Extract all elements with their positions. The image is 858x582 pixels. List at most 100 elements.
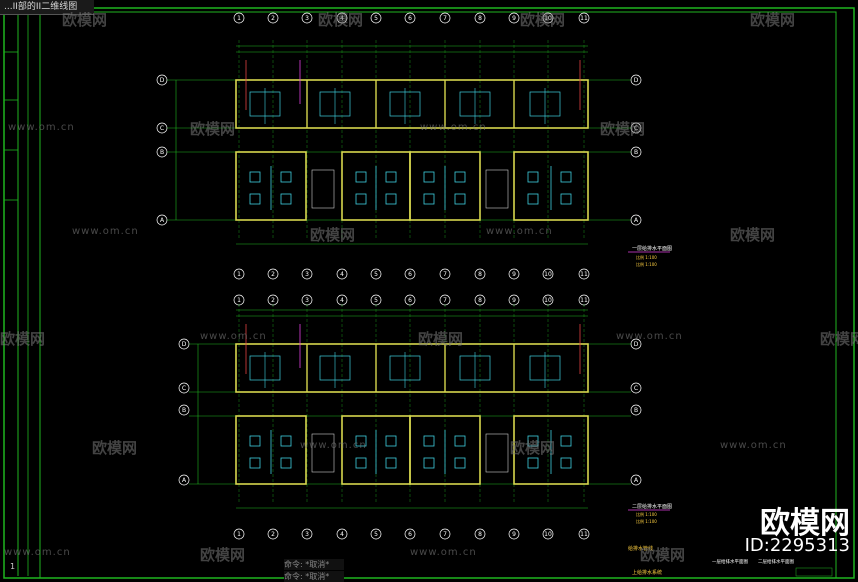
- axis-bubble-label: D: [634, 77, 639, 84]
- sanitary-fixture: [454, 457, 466, 469]
- stair: [311, 433, 335, 473]
- axis-bubble-label: 6: [408, 15, 412, 22]
- axis-bubble-label: 9: [512, 531, 516, 538]
- axis-bubble: [439, 12, 451, 24]
- axis-bubble-label: 4: [340, 271, 344, 278]
- watermark-url: www.om.cn: [4, 547, 71, 558]
- axis-bubble-label: C: [160, 125, 164, 132]
- axis-bubble-label: 10: [544, 15, 552, 22]
- axis-bubble-label: 8: [478, 297, 482, 304]
- sanitary-fixture: [249, 457, 261, 469]
- axis-bubble: [233, 12, 245, 24]
- axis-bubble-label: A: [634, 217, 639, 224]
- sanitary-fixture: [280, 193, 292, 205]
- drawing-tab[interactable]: ...II部的II二维线图: [0, 0, 94, 15]
- note-pipe-lines: 给排水管线: [628, 545, 653, 552]
- axis-bubble: [474, 528, 486, 540]
- axis-bubble-label: D: [634, 341, 639, 348]
- watermark-logo: 欧模网: [750, 11, 796, 29]
- axis-bubble: [542, 528, 554, 540]
- command-line-history-1: 命令: *取消*: [284, 559, 344, 570]
- axis-bubble: [178, 404, 190, 416]
- axis-bubble: [508, 268, 520, 280]
- axis-bubble-label: 3: [305, 271, 309, 278]
- axis-bubble: [370, 12, 382, 24]
- sanitary-fixture: [385, 435, 397, 447]
- axis-bubble: [404, 268, 416, 280]
- watermark-url: www.om.cn: [420, 122, 487, 133]
- wall: [513, 415, 589, 485]
- axis-bubble: [630, 382, 642, 394]
- axis-bubble: [439, 268, 451, 280]
- wall: [235, 151, 307, 221]
- axis-bubble-label: 2: [271, 531, 275, 538]
- floor-plan-2: [189, 304, 631, 509]
- axis-bubble: [370, 528, 382, 540]
- axis-bubble-label: 7: [443, 271, 447, 278]
- watermark-logo: 欧模网: [62, 11, 108, 29]
- wall: [235, 343, 589, 393]
- sanitary-fixture: [355, 193, 367, 205]
- sanitary-fixture: [280, 435, 292, 447]
- axis-bubble-label: C: [634, 125, 638, 132]
- wall: [235, 79, 589, 129]
- sanitary-fixture: [249, 435, 261, 447]
- stair: [485, 169, 509, 209]
- watermark-logo: 欧模网: [0, 330, 46, 348]
- wall: [235, 415, 307, 485]
- axis-bubble-label: 1: [237, 15, 241, 22]
- axis-bubble: [267, 268, 279, 280]
- sanitary-fixture: [423, 435, 435, 447]
- axis-bubble-label: 9: [512, 297, 516, 304]
- floor2-title-block: 二层给排水平面图 比例 1:100 比例 1:100: [628, 503, 672, 524]
- axis-bubble: [336, 12, 348, 24]
- axis-bubble-label: 1: [237, 271, 241, 278]
- bottom-note-1: 一层给排水平面图: [712, 558, 748, 565]
- sanitary-fixture: [527, 457, 539, 469]
- sanitary-fixture: [423, 193, 435, 205]
- axis-bubble-label: 7: [443, 297, 447, 304]
- sanitary-fixture: [454, 435, 466, 447]
- sanitary-fixture: [454, 171, 466, 183]
- watermark-logo: 欧模网: [820, 330, 858, 348]
- axis-bubble-label: 7: [443, 531, 447, 538]
- axis-bubble-label: 1: [237, 531, 241, 538]
- axis-bubble-label: 3: [305, 15, 309, 22]
- axis-bubble: [233, 268, 245, 280]
- drawing-tab-title: ...II部的II二维线图: [4, 2, 78, 12]
- axis-bubble-label: 6: [408, 531, 412, 538]
- sanitary-fixture: [385, 171, 397, 183]
- axis-bubble-label: 9: [512, 271, 516, 278]
- axis-bubble-label: 5: [374, 15, 378, 22]
- sanitary-fixture: [527, 171, 539, 183]
- axis-bubble: [630, 474, 642, 486]
- bottom-note-2: 二层给排水平面图: [758, 558, 794, 565]
- axis-bubble-label: 11: [580, 15, 588, 22]
- wall: [409, 415, 481, 485]
- axis-bubble-label: 11: [580, 271, 588, 278]
- sheet-corner-number: 1: [10, 562, 16, 571]
- sanitary-fixture: [355, 171, 367, 183]
- axis-bubble-label: 4: [340, 15, 344, 22]
- floor1-scale-2: 比例 1:100: [636, 261, 657, 267]
- stair: [311, 169, 335, 209]
- axis-bubble: [508, 528, 520, 540]
- axis-bubble-label: C: [182, 385, 186, 392]
- outer-frame: [3, 7, 855, 579]
- watermark-logo: 欧模网: [200, 546, 246, 564]
- axis-bubble: [267, 12, 279, 24]
- axis-bubble-label: C: [634, 385, 638, 392]
- sanitary-fixture: [560, 457, 572, 469]
- axis-bubble-label: 10: [544, 271, 552, 278]
- inner-frame: [39, 11, 837, 579]
- sanitary-fixture: [385, 193, 397, 205]
- axis-bubble-label: 4: [340, 531, 344, 538]
- sanitary-fixture: [249, 171, 261, 183]
